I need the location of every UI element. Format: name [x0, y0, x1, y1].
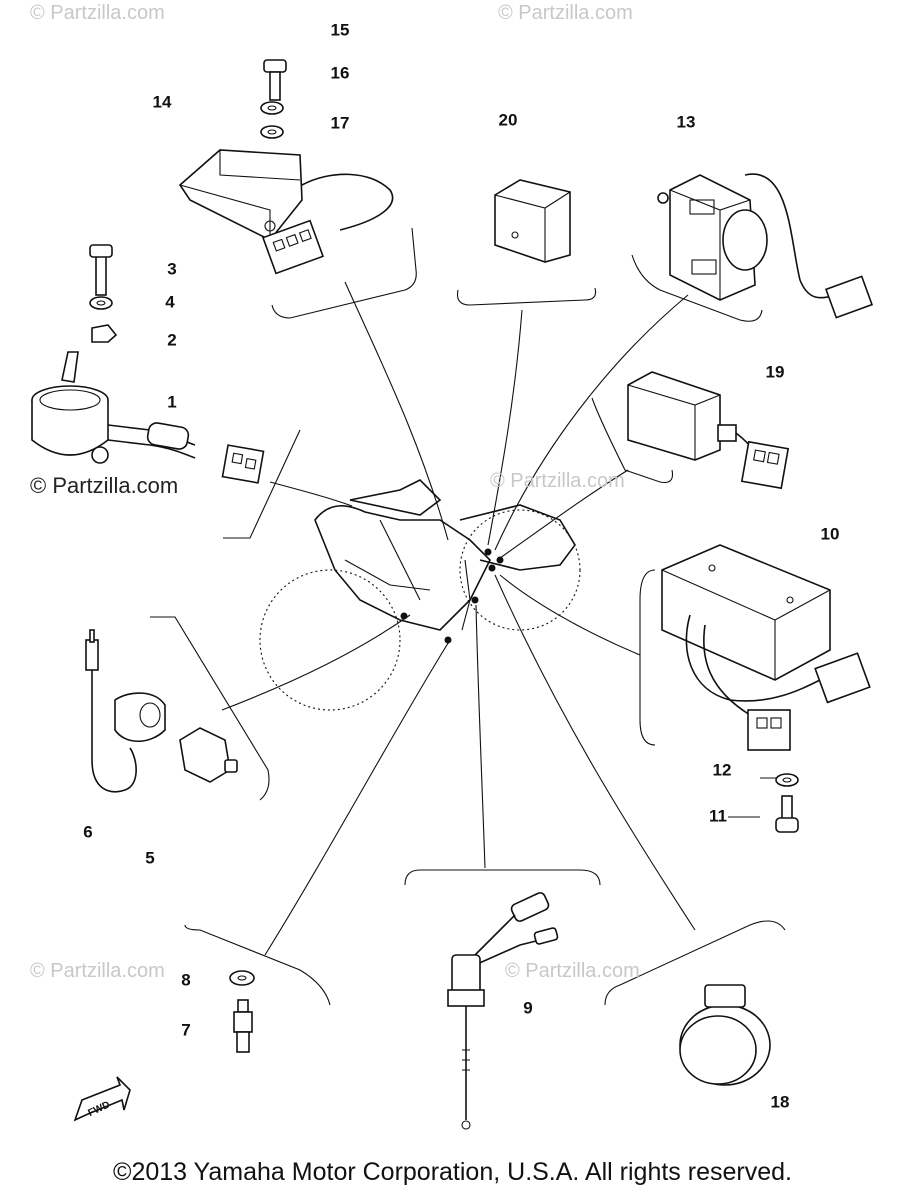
rectifier-part-13 [657, 173, 874, 319]
callout-16: 16 [330, 63, 350, 83]
fasteners-part-7-8 [229, 970, 255, 1053]
ignitor-part-10 [661, 544, 871, 751]
watermark: © Partzilla.com [490, 470, 625, 492]
copyright-notice: ©2013 Yamaha Motor Corporation, U.S.A. A… [113, 1158, 792, 1186]
leader-lines [221, 281, 782, 956]
callout-2: 2 [167, 330, 177, 350]
fasteners-part-11-12 [775, 773, 799, 833]
callout-14: 14 [152, 92, 172, 112]
watermark: © Partzilla.com [505, 960, 640, 982]
callout-1: 1 [167, 392, 177, 412]
watermark: © Partzilla.com [30, 960, 165, 982]
horn-part-18 [679, 984, 771, 1086]
motorcycle-outline [259, 479, 581, 711]
main-switch-part-1 [31, 351, 265, 484]
group-brackets [150, 227, 786, 1006]
callout-20: 20 [498, 110, 518, 130]
callout-15: 15 [330, 20, 350, 40]
watermark: © Partzilla.com [30, 473, 179, 498]
fasteners-part-2-3-4 [89, 244, 118, 343]
callout-17: 17 [330, 113, 350, 133]
switch-part-9 [447, 892, 559, 1130]
callout-8: 8 [181, 970, 191, 990]
callout-12: 12 [712, 760, 732, 780]
callout-18: 18 [770, 1092, 790, 1112]
fasteners-part-15-16-17 [260, 59, 287, 139]
callout-9: 9 [523, 998, 533, 1018]
callout-4: 4 [165, 292, 175, 312]
callout-11: 11 [709, 806, 727, 826]
callout-7: 7 [181, 1020, 191, 1040]
flasher-part-19 [627, 371, 790, 490]
callout-6: 6 [83, 822, 93, 842]
callout-13: 13 [676, 112, 696, 132]
callout-3: 3 [167, 259, 177, 279]
watermark: © Partzilla.com [30, 2, 165, 24]
fwd-arrow-icon [73, 1076, 131, 1122]
watermark: © Partzilla.com [498, 2, 633, 24]
callout-5: 5 [145, 848, 155, 868]
sensor-part-5 [179, 727, 238, 783]
callout-19: 19 [765, 362, 785, 382]
relay-part-20 [494, 179, 571, 263]
unit-part-14 [178, 149, 394, 275]
callout-10: 10 [820, 524, 840, 544]
sensor-part-6 [85, 629, 166, 793]
